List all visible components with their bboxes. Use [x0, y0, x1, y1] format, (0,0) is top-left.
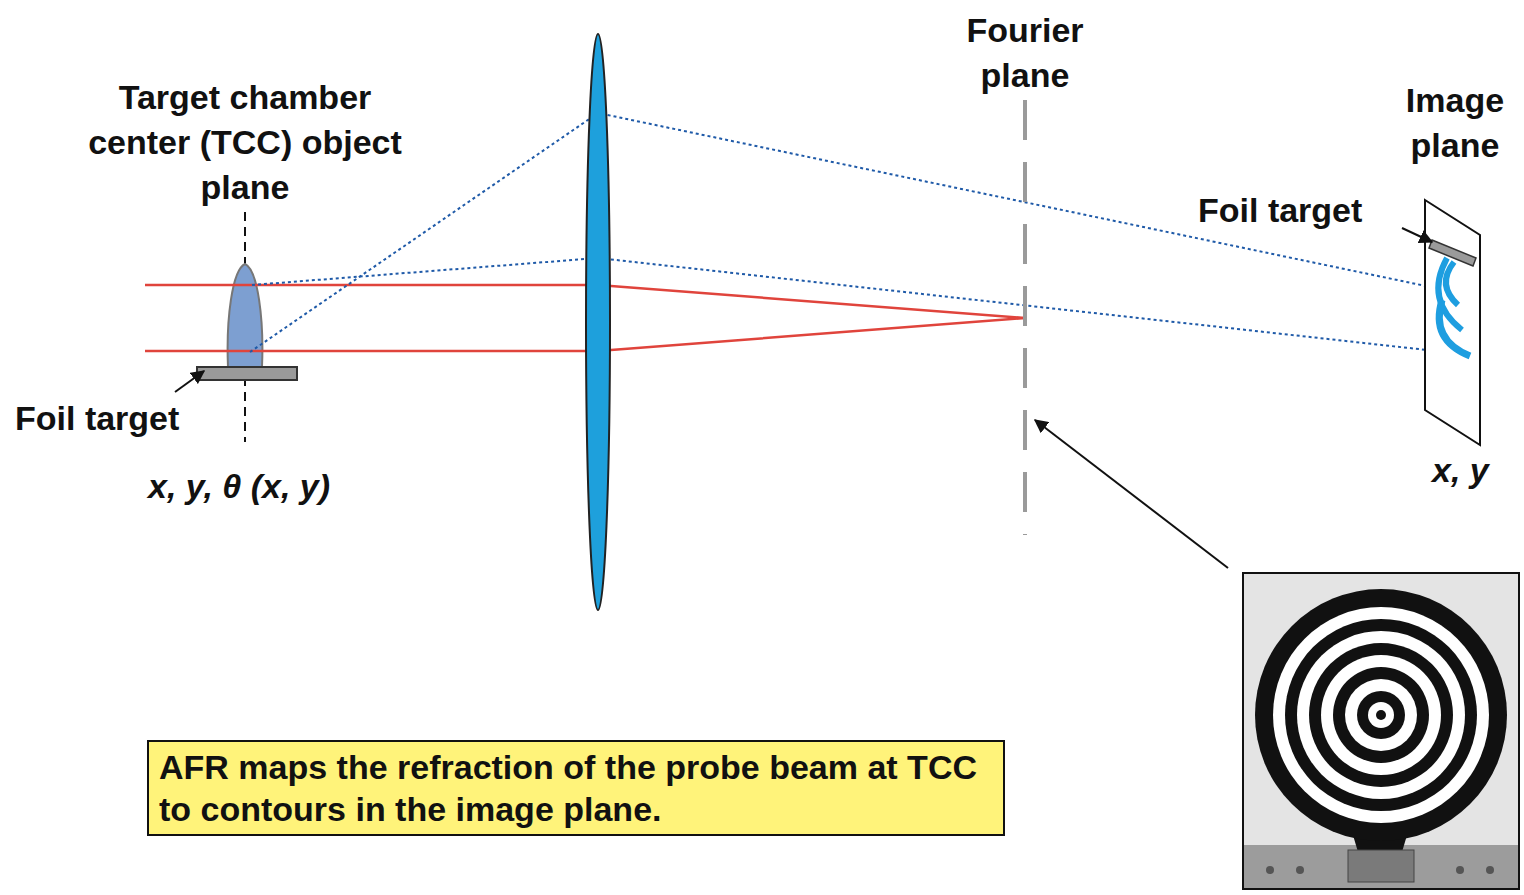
leader-arrow [1035, 420, 1228, 568]
contour [1446, 262, 1458, 305]
lens [586, 34, 610, 610]
fourier-plane-line [1023, 100, 1027, 535]
note-box: AFR maps the refraction of the probe bea… [147, 740, 1005, 836]
refracted-ray [252, 258, 1445, 352]
image-plane [1425, 200, 1480, 445]
contour [1439, 300, 1470, 356]
leader-arrow [175, 371, 204, 392]
photo-inset [1243, 573, 1519, 889]
foil-target [197, 367, 297, 380]
coordinate-label: x, y [1432, 450, 1489, 490]
leader-arrow [1402, 228, 1432, 242]
refracted-ray [250, 113, 1445, 352]
plane-label: Target chamber center (TCC) object plane [85, 75, 405, 210]
foil-target [1429, 240, 1476, 266]
part-label: Foil target [1198, 190, 1362, 230]
coordinate-label: x, y, θ (x, y) [148, 466, 330, 506]
plane-label: Image plane [1391, 78, 1519, 168]
note-text: AFR maps the refraction of the probe bea… [159, 746, 993, 830]
plane-label: Fourier plane [925, 8, 1125, 98]
part-label: Foil target [15, 398, 179, 438]
